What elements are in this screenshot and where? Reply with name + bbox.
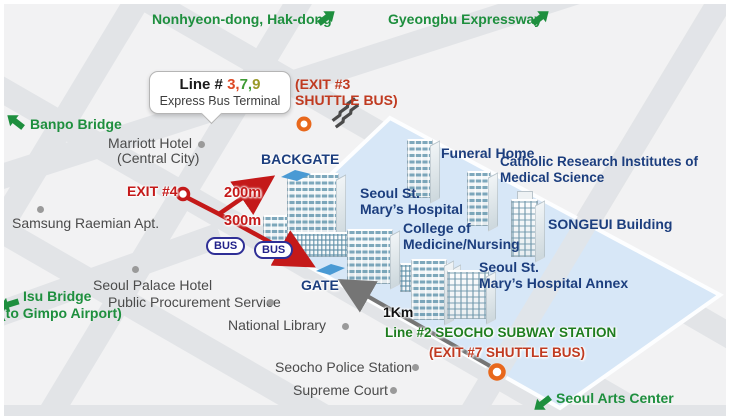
court-dot	[390, 387, 397, 394]
supreme-court-label: Supreme Court	[293, 382, 388, 398]
annex-building-2	[447, 270, 489, 319]
arrow-gyeongbu-icon	[531, 11, 549, 26]
line7-number: 7,	[239, 76, 253, 93]
annex-label-line1: Seoul St.	[479, 259, 539, 275]
bus-stop-badge-2: BUS	[254, 241, 294, 259]
stmarys-label-line1: Seoul St.	[360, 185, 420, 201]
gate-marker	[316, 264, 345, 275]
terminal-lines-label: Line # 3,7,9	[179, 76, 261, 93]
road-shallow-upper	[0, 0, 593, 191]
college-label-line1: College of	[403, 220, 471, 236]
line9-number: 9	[252, 76, 261, 93]
exit7-shuttle-label: (EXIT #7 SHUTTLE BUS)	[429, 345, 586, 360]
seocho-police-label: Seocho Police Station	[275, 359, 412, 375]
nonhyeon-label: Nonhyeon-dong, Hak-dong	[152, 11, 332, 27]
hospital-main-tower	[287, 173, 339, 238]
marriott-label-line2: (Central City)	[117, 150, 200, 166]
distance-300m-label: 300m	[224, 213, 262, 229]
backgate-marker	[281, 170, 311, 181]
route-200m-to-backgate	[217, 175, 276, 216]
exit3-shuttle-label-line1: (EXIT #3	[295, 76, 351, 92]
bus-stop-badge-1: BUS	[206, 237, 246, 255]
samsung-dot	[37, 206, 44, 213]
distance-1km-label: 1Km	[383, 304, 414, 320]
arrow-banpo-icon	[7, 115, 25, 130]
funeral-home-building	[407, 139, 433, 198]
exit3-shuttle-label-line2: SHUTTLE BUS)	[295, 92, 398, 108]
songeui-building	[511, 199, 538, 257]
walking-route-1km-arrow	[337, 279, 491, 368]
exit4-label: EXIT #4	[127, 183, 178, 199]
gyeongbu-label: Gyeongbu Expressway	[388, 11, 543, 27]
road-steep-left	[0, 0, 152, 252]
exit3-shuttle-stop-icon	[296, 116, 312, 132]
stmarys-label-line2: Mary’s Hospital	[360, 201, 463, 217]
catholic-label-line2: Medical Science	[500, 170, 605, 185]
distance-200m-label: 200m	[224, 185, 262, 201]
marriott-label-line1: Marriott Hotel	[108, 135, 193, 151]
terminal-name-label: Express Bus Terminal	[159, 94, 281, 108]
isu-bridge-label: Isu Bridge	[23, 288, 92, 304]
banpo-bridge-label: Banpo Bridge	[30, 116, 122, 132]
college-label-line2: Medicine/Nursing	[403, 236, 520, 252]
annex-building-1	[411, 259, 447, 320]
marriott-dot	[198, 141, 205, 148]
arrow-isu-icon	[0, 297, 20, 312]
express-bus-terminal-bubble: Line # 3,7,9 Express Bus Terminal	[149, 71, 291, 125]
national-library-label: National Library	[228, 317, 327, 333]
funeral-home-label: Funeral Home	[441, 145, 535, 161]
seoul-arts-center-label: Seoul Arts Center	[556, 390, 674, 406]
procurement-service-label: Public Procurement Service	[108, 294, 281, 310]
arrow-nonhyeon-icon	[317, 11, 335, 26]
samsung-raemian-label: Samsung Raemian Apt.	[12, 215, 160, 231]
road-steep-center	[32, 0, 315, 420]
seoul-palace-hotel-label: Seoul Palace Hotel	[93, 277, 213, 293]
isu-bridge-sub-label: (to Gimpo Airport)	[1, 305, 122, 321]
library-dot	[342, 323, 349, 330]
procurement-dot	[267, 299, 274, 306]
subway-entrance-stairs-icon	[331, 97, 360, 129]
catholic-label-line1: Catholic Research Institutes of	[500, 154, 699, 169]
arrow-arts-icon	[534, 395, 552, 410]
songeui-label: SONGEUI Building	[548, 216, 673, 232]
annex-label-line2: Mary’s Hospital Annex	[479, 275, 629, 291]
catholic-research-building	[467, 171, 491, 226]
seocho-station-label: Line #2 SEOCHO SUBWAY STATION	[385, 325, 617, 340]
road-shallow-lower	[0, 223, 225, 327]
road-crossing-campus	[454, 0, 730, 420]
exit4-ring-icon	[175, 186, 191, 202]
college-building-1	[347, 229, 393, 284]
exit7-shuttle-stop-icon	[488, 363, 506, 381]
palace-dot	[132, 266, 139, 273]
police-dot	[412, 364, 419, 371]
gate-label: GATE	[301, 277, 339, 293]
line3-number: 3,	[227, 76, 240, 93]
backgate-label: BACKGATE	[261, 151, 340, 167]
